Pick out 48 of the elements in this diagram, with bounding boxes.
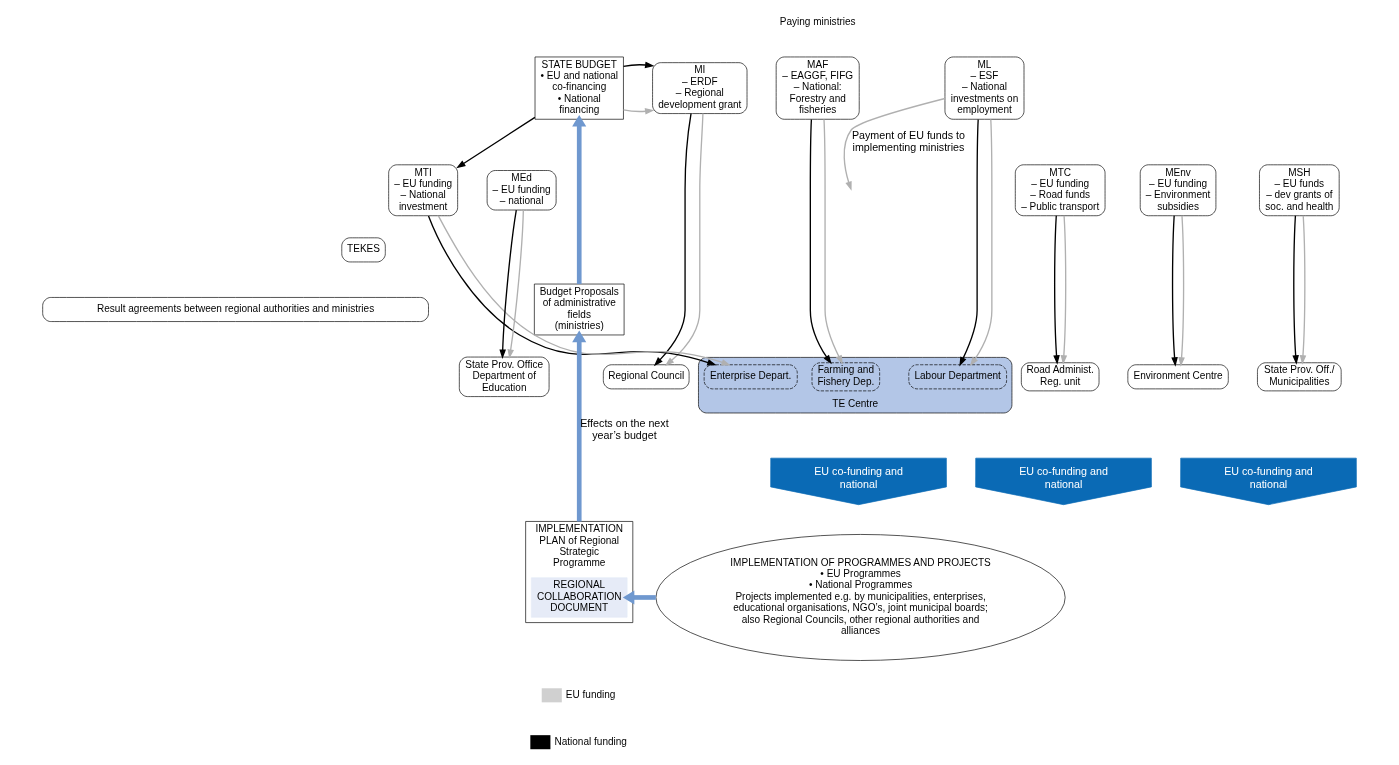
node-box: Enterprise Depart. — [703, 364, 798, 390]
arrow — [959, 118, 979, 367]
node-box: MEd – EU funding – national — [486, 170, 557, 211]
arrow — [969, 118, 993, 367]
node-box: State Prov. Office Department of Education — [459, 356, 550, 397]
label: Paying ministries — [779, 16, 856, 28]
arrow — [572, 330, 587, 522]
arrow — [507, 209, 524, 359]
arrow — [622, 61, 655, 69]
node-box: MI – ERDF – Regional development grant — [652, 62, 748, 114]
arrow — [1292, 215, 1299, 365]
node-box: State Prov. Off./ Municipalities — [1257, 362, 1342, 392]
node-box: MEnv – EU funding – Environment subsidies — [1139, 164, 1217, 217]
node-box: Regional Council — [603, 364, 690, 390]
node-box: Labour Department — [908, 364, 1007, 390]
node-ellipse: IMPLEMENTATION OF PROGRAMMES AND PROJECTS • EU Programmes • National Programmes Projects implemented e.g. by municipalities, enterprises, educational organisations, NGO’s, joint municipal boards; also Regional Councils, other regional authorities and alliances — [655, 534, 1066, 661]
arrow — [572, 114, 587, 284]
node-box: Road Administ. Reg. unit — [1021, 362, 1100, 392]
legend-label: EU funding — [565, 688, 616, 700]
node-box: Result agreements between regional authorities and ministries — [42, 297, 429, 322]
arrow — [1053, 215, 1060, 365]
arrow — [1178, 215, 1185, 367]
arrow — [823, 118, 843, 365]
node-box: Environment Centre — [1127, 364, 1229, 390]
node-box: TEKES — [341, 237, 386, 263]
node-box: MSH – EU funds – dev grants of soc. and health — [1259, 164, 1340, 217]
arrow — [664, 112, 704, 366]
legend-label: National funding — [554, 735, 627, 747]
arrow — [843, 97, 946, 191]
node-box: MAF – EAGGF, FIFG – National: Forestry and fisheries — [775, 56, 860, 120]
node-box: MTI – EU funding – National investment — [388, 164, 458, 217]
arrow — [622, 590, 656, 605]
node-box: STATE BUDGET • EU and national co-financing • National financing — [534, 56, 624, 120]
node-box: ML – ESF – National investments on employment — [944, 56, 1025, 120]
node-box: MTC – EU funding – Road funds – Public transport — [1014, 164, 1106, 217]
arrow — [1171, 215, 1178, 367]
arrow — [1060, 215, 1068, 365]
edge-label: Effects on the next year’s budget — [580, 416, 669, 441]
arrow — [653, 112, 692, 367]
arrow — [456, 116, 536, 169]
edge-label: Payment of EU funds to implementing ministries — [851, 128, 965, 153]
node-box: Budget Proposals of administrative fields (ministries) — [534, 283, 625, 336]
arrow — [499, 209, 517, 359]
node-box: Farming and Fishery Dep. — [811, 362, 880, 392]
arrow — [809, 118, 832, 365]
arrow — [622, 108, 655, 115]
node-box: REGIONAL COLLABORATION DOCUMENT — [531, 577, 628, 618]
arrow — [1299, 215, 1307, 365]
